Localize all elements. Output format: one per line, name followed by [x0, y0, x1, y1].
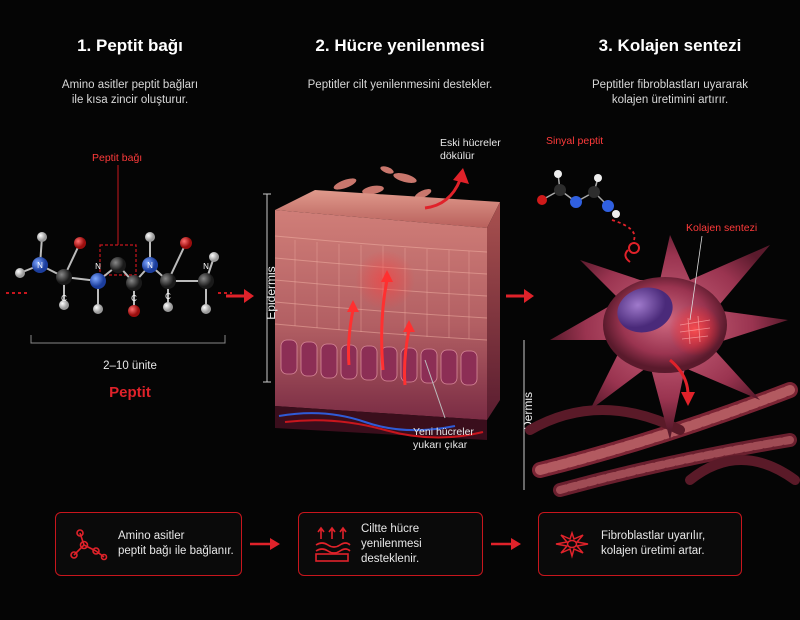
molecule-icon — [70, 525, 108, 563]
epidermis-label: Epidermis — [264, 266, 278, 320]
atom-label: C — [61, 294, 67, 303]
peptide-molecule: N C N C N C N — [0, 165, 260, 340]
atom-label: N — [147, 261, 153, 270]
length-bracket — [30, 333, 226, 347]
collagen-synthesis-label: Kolajen sentezi — [686, 222, 758, 234]
step1-subtitle: Amino asitler peptit bağları ile kısa zi… — [61, 79, 199, 106]
fibroblast-illustration — [520, 140, 800, 500]
atom-label: C — [165, 292, 171, 301]
step2-subtitle: Peptitler cilt yenilenmesini destekler. — [307, 79, 493, 91]
summary-card-text: Ciltte hücre yenilenmesi desteklenir. — [361, 522, 422, 565]
signal-peptide-label: Sinyal peptit — [546, 135, 604, 147]
step1-title: 1. Peptit bağı — [77, 36, 183, 55]
peptide-bond-label: Peptit bağı — [92, 152, 143, 164]
atom-label: N — [37, 261, 43, 270]
summary-card-peptide-bond: Amino asitler peptit bağı ile bağlanır. — [55, 512, 242, 576]
hydrogen-atoms — [15, 232, 219, 314]
old-cells-label: Eski hücreler dökülür — [440, 137, 501, 162]
skin-block-illustration — [255, 150, 515, 450]
skin-renewal-icon — [313, 525, 351, 563]
atom-label: N — [203, 262, 209, 271]
arrow-right-icon — [506, 286, 536, 311]
step3-title: 3. Kolajen sentezi — [598, 36, 742, 55]
step3-subtitle: Peptitler fibroblastları uyararak kolaje… — [592, 79, 748, 106]
peptide-name: Peptit — [109, 384, 151, 401]
length-label: 2–10 ünite — [103, 360, 157, 372]
fibroblast-icon — [553, 525, 591, 563]
summary-card-fibroblast: Fibroblastlar uyarılır, kolajen üretimi … — [538, 512, 742, 576]
atom-label: N — [95, 262, 101, 271]
new-cells-label: Yeni hücreler yukarı çıkar — [413, 426, 474, 451]
summary-card-text: Fibroblastlar uyarılır, kolajen üretimi … — [601, 530, 706, 557]
atom-label: C — [131, 294, 137, 303]
step2-title: 2. Hücre yenilenmesi — [315, 36, 485, 55]
summary-card-text: Amino asitler peptit bağı ile bağlanır. — [118, 530, 234, 557]
arrow-right-icon — [250, 534, 282, 559]
summary-card-renewal: Ciltte hücre yenilenmesi desteklenir. — [298, 512, 483, 576]
arrow-right-icon — [491, 534, 523, 559]
arrow-right-icon — [226, 286, 256, 311]
